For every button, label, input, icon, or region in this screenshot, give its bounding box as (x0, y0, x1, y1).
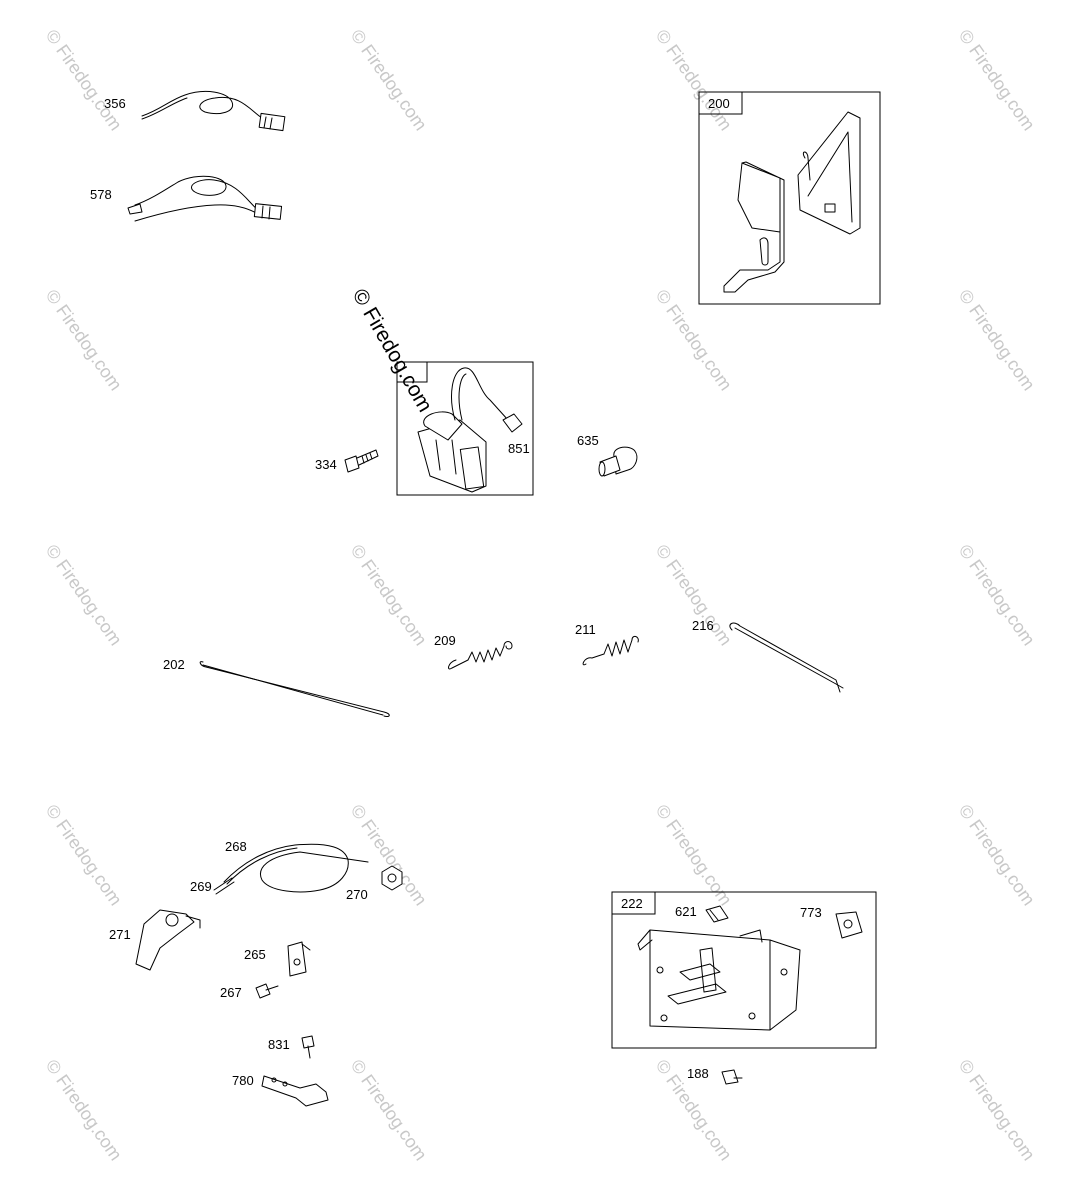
callout-334: 334 (315, 457, 337, 472)
part-578-wire (127, 175, 283, 222)
part-356-wire (141, 91, 286, 132)
callout-356: 356 (104, 96, 126, 111)
part-267-screw (255, 983, 279, 999)
callout-635: 635 (577, 433, 599, 448)
part-armature (417, 367, 523, 493)
group-box-222-label: 222 (621, 896, 643, 911)
part-202-rod (199, 661, 390, 717)
part-209-spring (448, 641, 513, 670)
watermark-grid: © Firedog.com © Firedog.com © Firedog.co… (42, 26, 1039, 1164)
part-635-plug-cap (598, 446, 638, 477)
group-box-222 (611, 891, 877, 1049)
part-270-nut (381, 865, 403, 891)
part-188-screw (721, 1069, 743, 1085)
part-216-rod (729, 622, 844, 693)
watermark: © Firedog.com (42, 801, 126, 909)
callout-209: 209 (434, 633, 456, 648)
group-box-200-label: 200 (708, 96, 730, 111)
watermark: © Firedog.com (42, 1056, 126, 1164)
watermark: © Firedog.com (955, 1056, 1039, 1164)
watermark: © Firedog.com (955, 286, 1039, 394)
watermark: © Firedog.com (42, 26, 126, 134)
callout-773: 773 (800, 905, 822, 920)
callout-267: 267 (220, 985, 242, 1000)
part-265-clamp (287, 941, 311, 977)
callout-265: 265 (244, 947, 266, 962)
watermark: © Firedog.com (652, 286, 736, 394)
callout-271: 271 (109, 927, 131, 942)
watermark: © Firedog.com (955, 801, 1039, 909)
watermark: © Firedog.com (347, 541, 431, 649)
watermark: © Firedog.com (347, 1056, 431, 1164)
part-773-clamp (835, 911, 863, 939)
watermark: © Firedog.com (955, 26, 1039, 134)
group-box-200 (698, 91, 881, 305)
watermark-overlay: © Firedog.com (348, 285, 437, 416)
callout-216: 216 (692, 618, 714, 633)
watermark: © Firedog.com (652, 26, 736, 134)
part-268-cable (223, 843, 369, 893)
callout-269: 269 (190, 879, 212, 894)
part-831-screw (301, 1035, 315, 1059)
group-box-ignition-label-frame (396, 361, 428, 383)
watermark: © Firedog.com (42, 541, 126, 649)
part-271-control-bracket (135, 909, 201, 971)
callout-621: 621 (675, 904, 697, 919)
watermark: © Firedog.com (347, 26, 431, 134)
part-200-shield (723, 111, 861, 293)
part-621-clip (705, 905, 729, 923)
callout-851: 851 (508, 441, 530, 456)
group-box-ignition (396, 361, 534, 496)
group-box-200-label-frame (698, 91, 743, 115)
group-box-222-label-frame (611, 891, 656, 915)
watermark: © Firedog.com (652, 801, 736, 909)
part-334-bolt (344, 449, 379, 473)
watermark: © Firedog.com (42, 286, 126, 394)
callout-202: 202 (163, 657, 185, 672)
callout-831: 831 (268, 1037, 290, 1052)
callout-270: 270 (346, 887, 368, 902)
part-269-cable-end (213, 877, 235, 895)
callout-211: 211 (575, 622, 596, 637)
callout-188: 188 (687, 1066, 709, 1081)
watermark: © Firedog.com (955, 541, 1039, 649)
callout-578: 578 (90, 187, 112, 202)
part-211-spring (582, 635, 639, 666)
part-780-bracket (261, 1075, 329, 1107)
callout-268: 268 (225, 839, 247, 854)
part-222-control-bracket (637, 929, 801, 1031)
callout-780: 780 (232, 1073, 254, 1088)
